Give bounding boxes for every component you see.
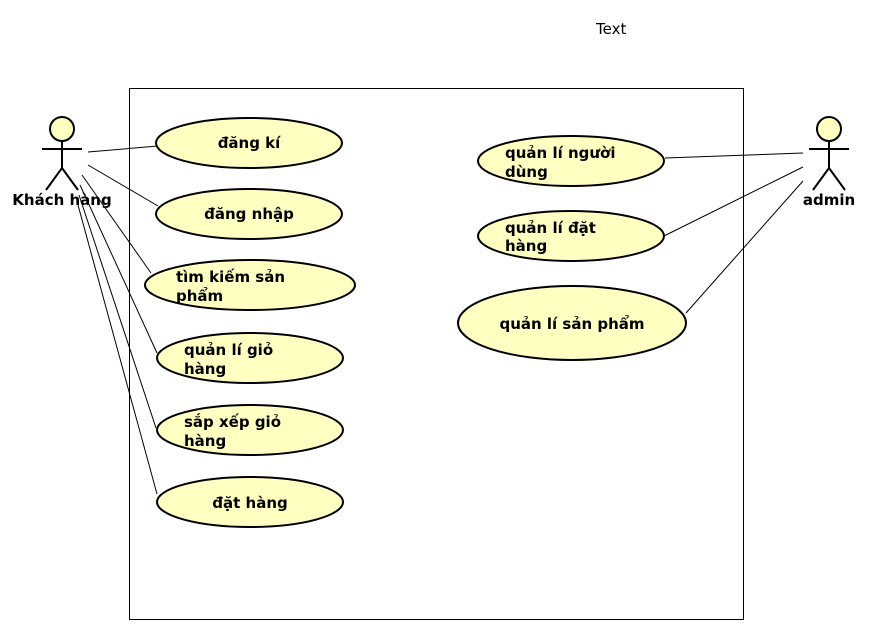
svg-text:dùng: dùng	[505, 163, 548, 181]
use-case-sort-cart-line-2: hàng	[184, 432, 226, 450]
svg-text:đăng nhập: đăng nhập	[204, 205, 294, 223]
use-case-manage-orders[interactable]: quản lí đặt hàng	[477, 210, 665, 262]
header-text: Text	[595, 20, 626, 38]
use-case-register[interactable]: đăng kí	[155, 117, 343, 169]
use-case-manage-products[interactable]: quản lí sản phẩm	[457, 285, 687, 361]
actor-admin-leg-right	[828, 167, 846, 191]
svg-text:quản lí đặt: quản lí đặt	[505, 219, 596, 237]
svg-text:hàng: hàng	[184, 360, 226, 378]
svg-text:đăng kí: đăng kí	[218, 134, 281, 152]
assoc-admin-manage-orders	[663, 166, 804, 237]
svg-text:quản lí giỏ: quản lí giỏ	[184, 341, 273, 359]
svg-text:hàng: hàng	[505, 237, 547, 255]
use-case-register-line-1: đăng kí	[218, 134, 281, 152]
assoc-customer-place-order	[77, 204, 158, 495]
svg-text:sắp xếp giỏ: sắp xếp giỏ	[184, 412, 281, 431]
use-case-manage-users-line-1: quản lí người	[505, 144, 616, 162]
actor-customer-head	[49, 116, 75, 142]
use-case-manage-products-line-1: quản lí sản phẩm	[499, 314, 644, 333]
use-case-login[interactable]: đăng nhập	[155, 188, 343, 240]
use-case-place-order-line-1: đặt hàng	[212, 494, 287, 512]
actor-customer[interactable]	[42, 116, 82, 191]
use-case-manage-cart-line-2: hàng	[184, 360, 226, 378]
use-case-sort-cart-line-1: sắp xếp giỏ	[184, 412, 281, 431]
use-case-login-line-1: đăng nhập	[204, 205, 294, 223]
use-case-manage-users[interactable]: quản lí người dùng	[477, 135, 665, 187]
svg-text:quản lí sản phẩm: quản lí sản phẩm	[499, 314, 644, 333]
assoc-customer-manage-cart	[79, 184, 158, 354]
actor-customer-leg-right	[61, 167, 79, 191]
use-case-manage-cart-line-1: quản lí giỏ	[184, 341, 273, 359]
actor-customer-leg-left	[45, 167, 63, 191]
assoc-admin-manage-products	[685, 180, 804, 314]
svg-text:hàng: hàng	[184, 432, 226, 450]
system-boundary	[129, 88, 744, 620]
svg-text:tìm kiếm sản: tìm kiếm sản	[176, 267, 285, 286]
actor-customer-label: Khách hàng	[12, 191, 111, 209]
admin-associations	[663, 152, 804, 314]
svg-text:phẩm: phẩm	[176, 286, 223, 305]
actor-admin-head	[816, 116, 842, 142]
use-case-manage-orders-line-1: quản lí đặt	[505, 219, 596, 237]
actor-admin-label: admin	[803, 191, 855, 209]
actor-admin[interactable]	[809, 116, 849, 191]
use-case-search-product-line-1: tìm kiếm sản	[176, 267, 285, 286]
customer-associations	[77, 145, 159, 495]
use-case-place-order[interactable]: đặt hàng	[156, 476, 344, 528]
assoc-admin-manage-users	[664, 152, 804, 159]
svg-text:quản lí người: quản lí người	[505, 144, 616, 162]
assoc-customer-register	[87, 145, 159, 153]
assoc-customer-login	[87, 164, 159, 207]
use-case-manage-cart[interactable]: quản lí giỏ hàng	[156, 332, 344, 384]
use-case-search-product-line-2: phẩm	[176, 286, 223, 305]
use-case-manage-users-line-2: dùng	[505, 163, 548, 181]
use-case-manage-orders-line-2: hàng	[505, 237, 547, 255]
svg-text:đặt hàng: đặt hàng	[212, 494, 287, 512]
assoc-customer-search	[81, 174, 152, 274]
actor-admin-leg-left	[812, 167, 830, 191]
use-case-search-product[interactable]: tìm kiếm sản phẩm	[144, 259, 356, 311]
assoc-customer-sort-cart	[78, 194, 157, 429]
use-case-sort-cart[interactable]: sắp xếp giỏ hàng	[156, 404, 344, 456]
